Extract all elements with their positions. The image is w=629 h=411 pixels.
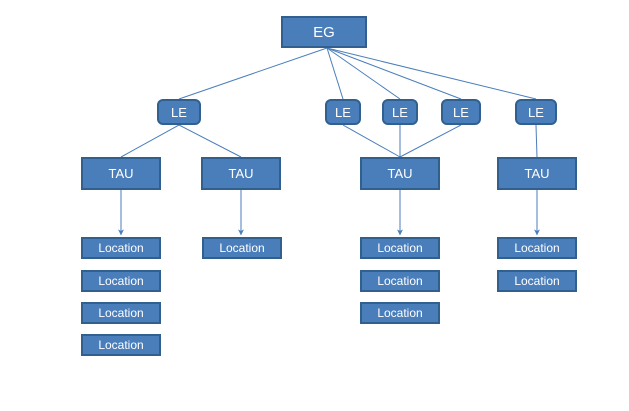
node-location-c1-2[interactable]: Location: [81, 270, 161, 292]
node-le-3[interactable]: LE: [382, 99, 418, 125]
node-tau-3[interactable]: TAU: [360, 157, 440, 190]
node-location-c1-1[interactable]: Location: [81, 237, 161, 259]
node-location-c1-4[interactable]: Location: [81, 334, 161, 356]
node-location-c3-2[interactable]: Location: [360, 270, 440, 292]
node-le-4[interactable]: LE: [441, 99, 481, 125]
node-location-c4-1[interactable]: Location: [497, 237, 577, 259]
node-location-c2-1[interactable]: Location: [202, 237, 282, 259]
edge-le-tau-2: [178, 124, 242, 158]
node-le-1[interactable]: LE: [157, 99, 201, 125]
node-le-5[interactable]: LE: [515, 99, 557, 125]
edge-eg-le-1: [178, 47, 328, 100]
edge-eg-le-5: [326, 47, 537, 100]
node-le-2[interactable]: LE: [325, 99, 361, 125]
edge-eg-le-3: [326, 47, 401, 100]
node-eg[interactable]: EG: [281, 16, 367, 48]
node-tau-1[interactable]: TAU: [81, 157, 161, 190]
edge-eg-le-2: [326, 47, 344, 100]
edges-tau-to-location: [118, 190, 540, 236]
edge-eg-le-4: [326, 47, 462, 100]
edge-le-tau-5: [399, 124, 462, 158]
node-location-c1-3[interactable]: Location: [81, 302, 161, 324]
edges-le-to-tau: [120, 124, 538, 158]
node-location-c3-1[interactable]: Location: [360, 237, 440, 259]
node-tau-4[interactable]: TAU: [497, 157, 577, 190]
edge-le-tau-6: [535, 124, 538, 158]
node-location-c4-2[interactable]: Location: [497, 270, 577, 292]
edge-le-tau-1: [120, 124, 180, 158]
edge-le-tau-3: [342, 124, 401, 158]
node-location-c3-3[interactable]: Location: [360, 302, 440, 324]
node-tau-2[interactable]: TAU: [201, 157, 281, 190]
edges-root-to-le: [178, 47, 537, 100]
